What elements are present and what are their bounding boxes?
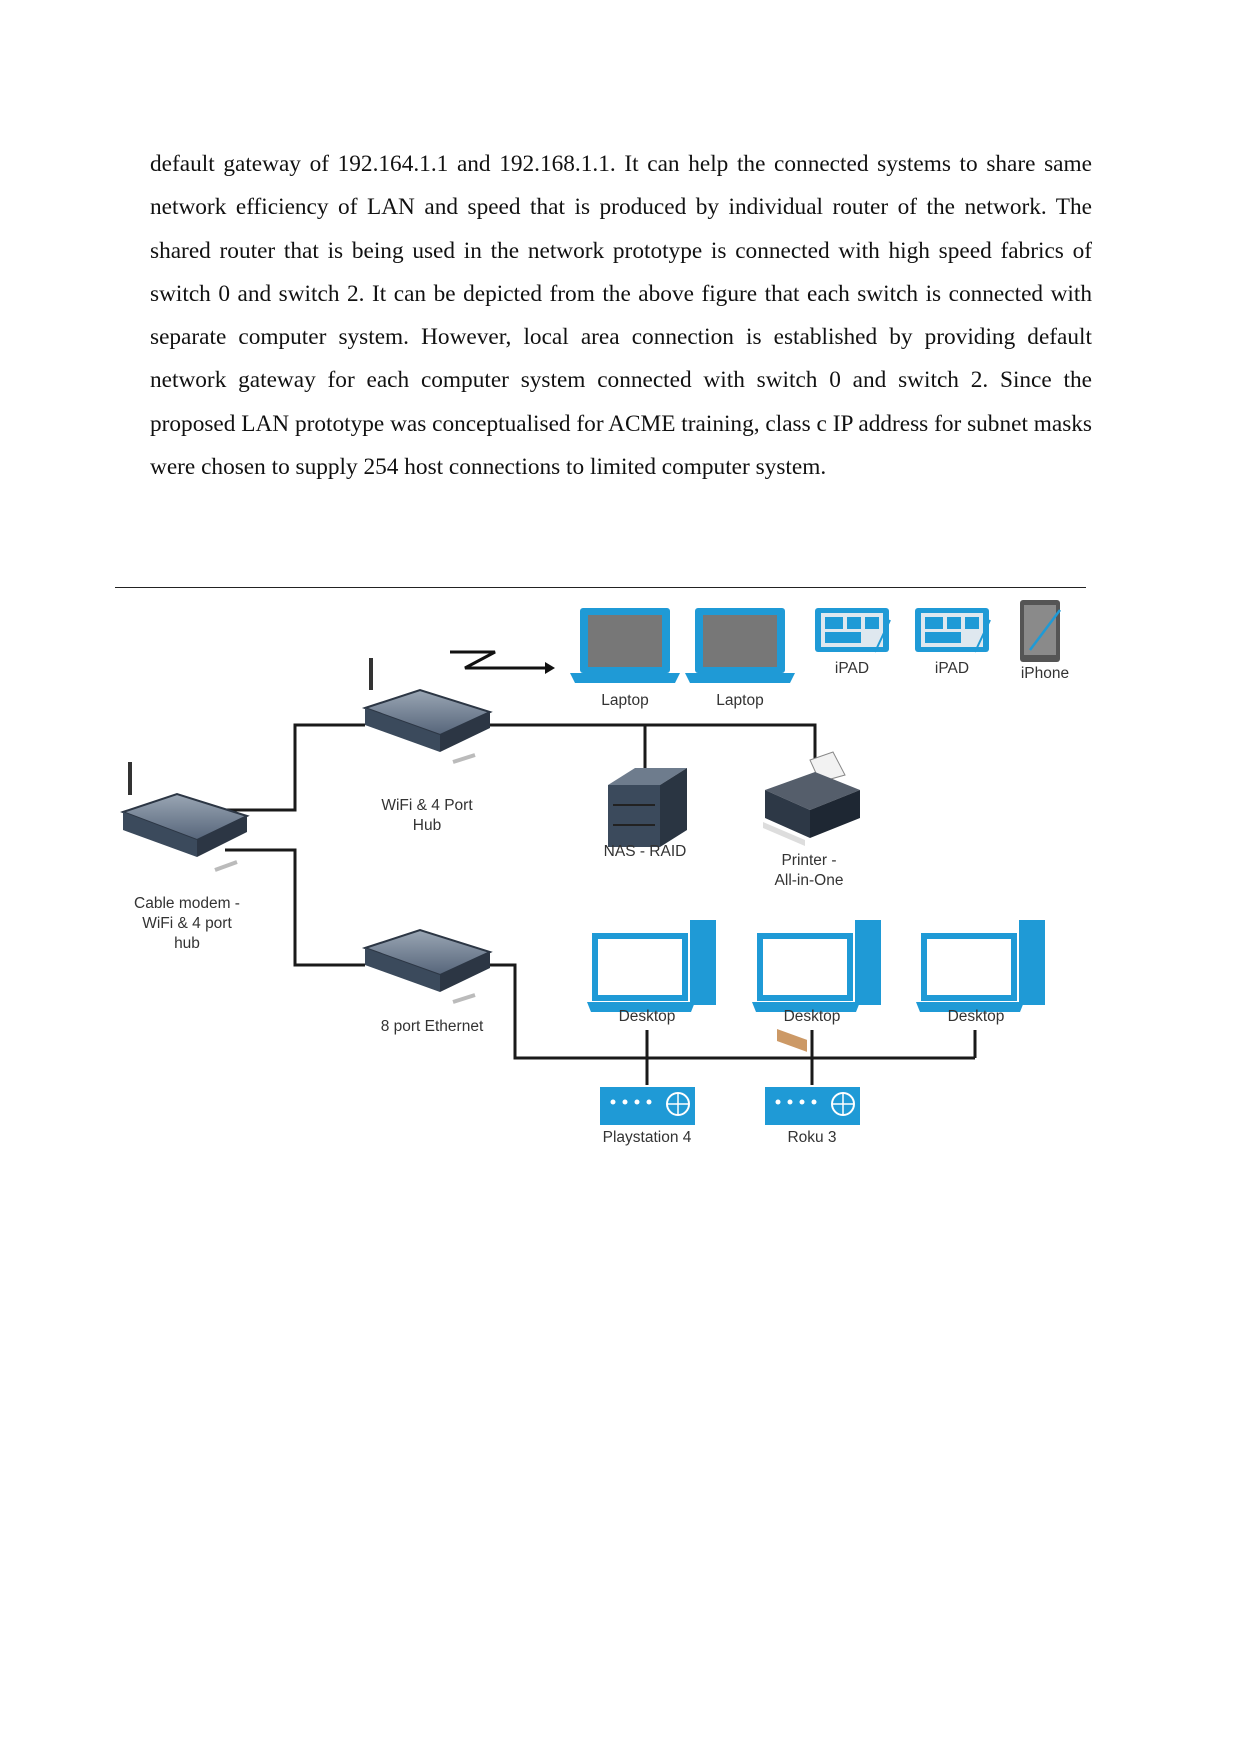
ipad-2-label: iPAD (935, 660, 969, 677)
figure-top-rule (115, 587, 1086, 588)
roku-icon (765, 1087, 860, 1125)
desktop-icon (752, 920, 881, 1012)
laptop-2-label: Laptop (716, 692, 763, 709)
laptop-1-label: Laptop (601, 692, 648, 709)
printer-label-line1: Printer - (781, 852, 836, 869)
desktop-3-label: Desktop (948, 1008, 1005, 1025)
wifi-hub-router-icon (361, 658, 493, 764)
body-paragraph: default gateway of 192.164.1.1 and 192.1… (150, 151, 1092, 481)
iphone-label: iPhone (1021, 665, 1069, 682)
wifi-hub-label-line2: Hub (413, 817, 441, 834)
wifi-hub-label-line1: WiFi & 4 Port (381, 797, 473, 814)
desktop-icon (587, 920, 716, 1012)
nas-label: NAS - RAID (604, 843, 687, 860)
playstation-label: Playstation 4 (603, 1129, 692, 1146)
cable-modem-label-line1: Cable modem - (134, 895, 240, 912)
laptop-icon (570, 608, 680, 683)
wireless-signal-icon (450, 650, 555, 674)
desktop-icon (916, 920, 1045, 1012)
nas-raid-icon (608, 768, 687, 847)
iphone-icon (1020, 600, 1061, 662)
network-wires (225, 723, 977, 1085)
roku-label: Roku 3 (787, 1129, 836, 1146)
laptop-icon (685, 608, 795, 683)
printer-icon (763, 751, 860, 1052)
cable-modem-label-line3: hub (174, 935, 200, 952)
desktop-2-label: Desktop (784, 1008, 841, 1025)
ipad-icon (815, 608, 891, 653)
ethernet-switch-icon (361, 928, 493, 1004)
ipad-1-label: iPAD (835, 660, 869, 677)
printer-label-line2: All-in-One (775, 872, 844, 889)
ethernet-label: 8 port Ethernet (381, 1018, 484, 1035)
network-diagram-figure: Laptop Laptop iPAD iPAD iPhone (115, 590, 1086, 1160)
playstation-icon (600, 1087, 695, 1125)
cable-modem-icon (120, 762, 250, 872)
desktop-1-label: Desktop (619, 1008, 676, 1025)
network-diagram: Laptop Laptop iPAD iPAD iPhone (120, 600, 1069, 1146)
ipad-icon (915, 608, 991, 653)
cable-modem-label-line2: WiFi & 4 port (142, 915, 232, 932)
